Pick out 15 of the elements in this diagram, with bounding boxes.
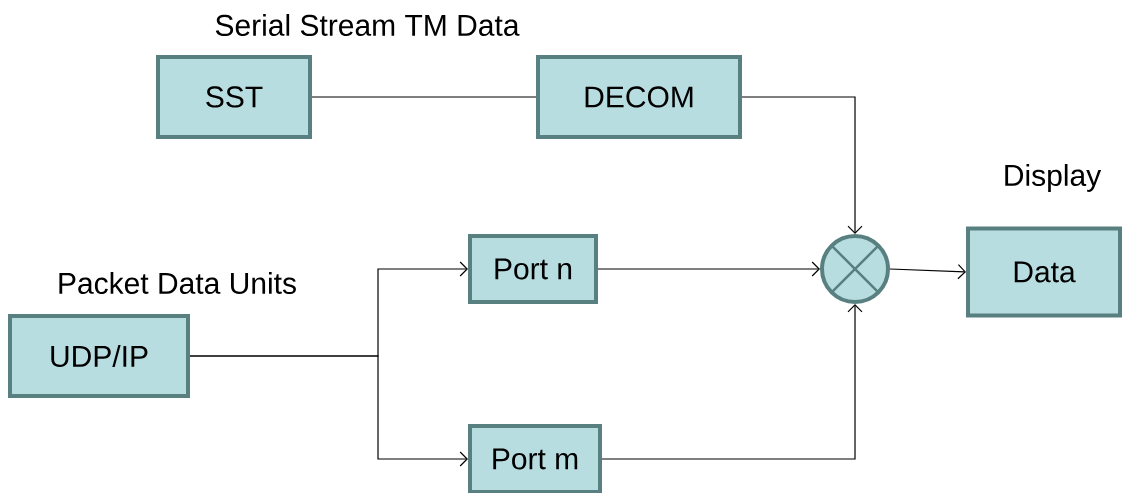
process-box: Port n [468,234,598,304]
process-box: DECOM [536,55,742,139]
mixer-circle [820,234,890,304]
heading: Packet Data Units [59,272,296,294]
arrow [597,261,820,277]
arrow [889,264,966,280]
heading: Serial Stream TM Data [215,14,520,36]
process-box: UDP/IP [8,314,190,398]
process-box: Data [966,226,1122,318]
process-box: SST [156,55,312,139]
arrow [741,96,863,234]
process-box: Port m [468,424,602,493]
arrow [189,355,468,467]
arrow [601,304,863,460]
heading: Display [1005,164,1102,192]
